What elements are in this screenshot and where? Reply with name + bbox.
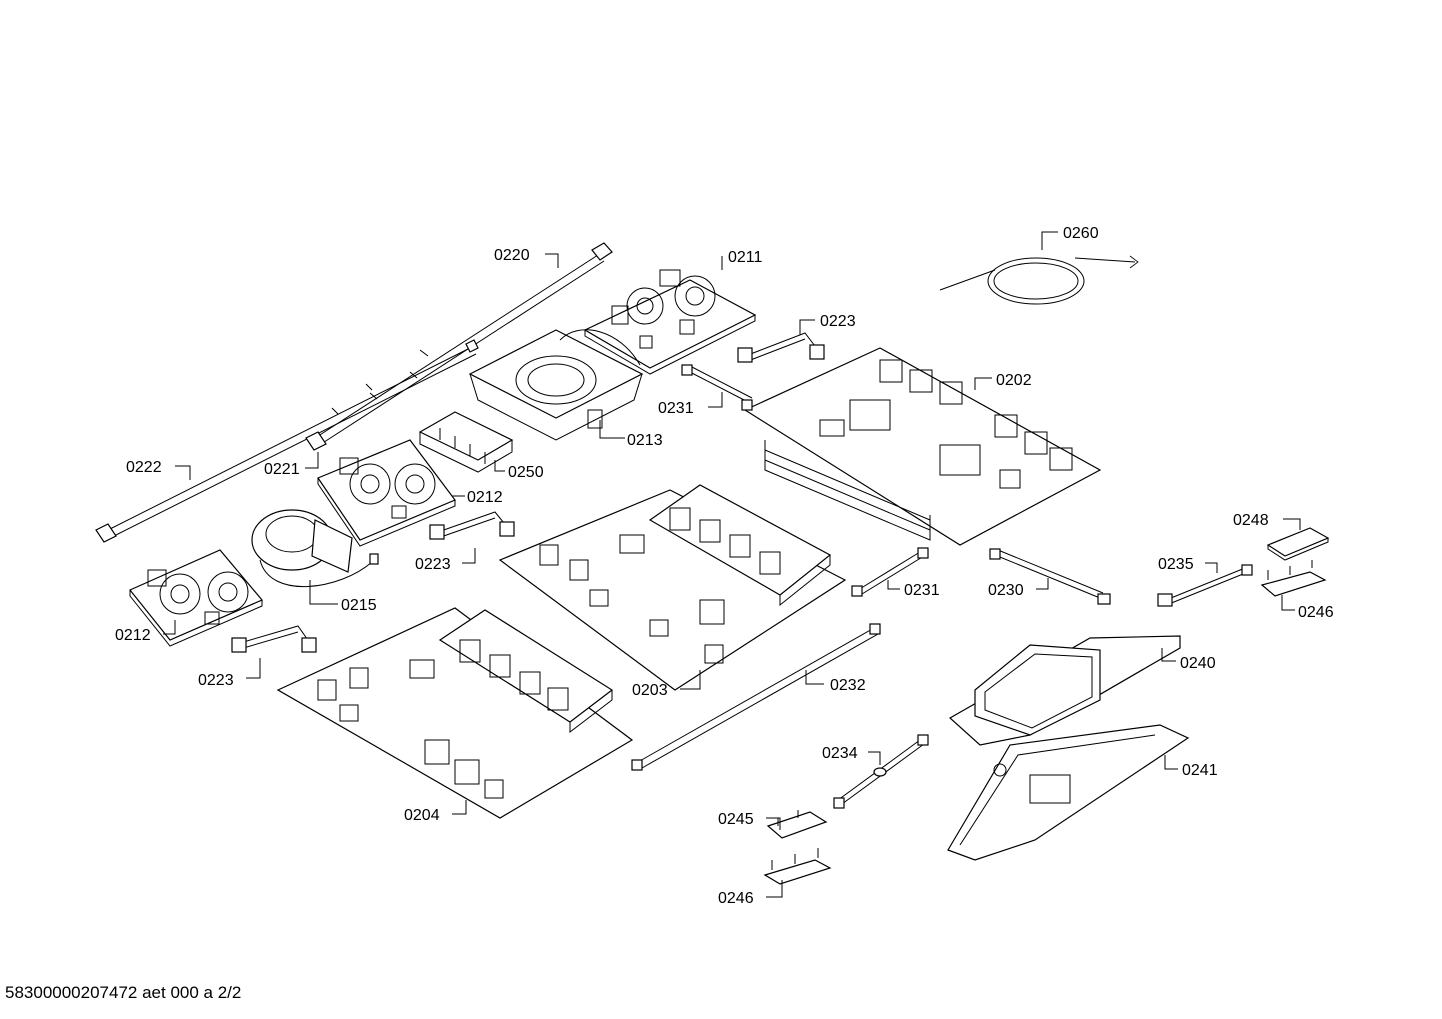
label-0220: 0220	[494, 247, 530, 264]
label-0203: 0203	[632, 682, 668, 699]
part-0231-cable-a[interactable]	[681, 364, 753, 411]
part-0223-cable-c[interactable]	[231, 625, 317, 653]
label-0215: 0215	[341, 597, 377, 614]
part-0222-cable[interactable]	[95, 339, 479, 543]
part-0202-power-board[interactable]	[743, 347, 1102, 546]
label-0231-b: 0231	[904, 582, 940, 599]
part-0203-power-board[interactable]	[498, 484, 847, 691]
label-0241: 0241	[1182, 762, 1218, 779]
label-0223-b: 0223	[415, 556, 451, 573]
label-0231-a: 0231	[658, 400, 694, 417]
label-0240: 0240	[1180, 655, 1216, 672]
part-0223-cable-a[interactable]	[737, 332, 825, 363]
label-0221: 0221	[264, 461, 300, 478]
part-0232-cable[interactable]	[631, 623, 881, 771]
label-0246-a: 0246	[1298, 604, 1334, 621]
label-0230: 0230	[988, 582, 1024, 599]
part-0231-cable-b[interactable]	[851, 547, 929, 597]
part-0246-clip-b[interactable]	[763, 848, 832, 885]
part-0212-filter-board-b[interactable]	[129, 549, 263, 647]
label-0245: 0245	[718, 811, 754, 828]
part-0213-fan-housing[interactable]	[468, 329, 644, 441]
part-0241-housing[interactable]	[947, 724, 1190, 861]
label-0213: 0213	[627, 432, 663, 449]
part-0204-power-board[interactable]	[276, 607, 634, 819]
label-0235: 0235	[1158, 556, 1194, 573]
part-0223-cable-b[interactable]	[429, 511, 515, 540]
part-0250-terminal-block[interactable]	[418, 411, 514, 473]
label-0223-a: 0223	[820, 313, 856, 330]
part-0240-control-module[interactable]	[948, 635, 1181, 746]
label-0212-b: 0212	[115, 627, 151, 644]
part-0211-filter-board[interactable]	[583, 269, 757, 375]
part-0230-cable[interactable]	[989, 548, 1111, 605]
label-0250: 0250	[508, 464, 544, 481]
label-0234: 0234	[822, 745, 858, 762]
leader-lines	[163, 231, 1301, 898]
label-0211: 0211	[728, 249, 763, 266]
label-0246-b: 0246	[718, 890, 754, 907]
part-0220-cable[interactable]	[311, 242, 613, 447]
label-0202: 0202	[996, 372, 1032, 389]
part-0260-mains-cable[interactable]	[939, 255, 1139, 305]
part-0221-connector[interactable]	[305, 431, 327, 451]
part-0235-cable[interactable]	[1157, 564, 1253, 607]
part-0245-bracket[interactable]	[766, 810, 828, 839]
label-0248: 0248	[1233, 512, 1269, 529]
label-0204: 0204	[404, 807, 440, 824]
part-0246-clip-a[interactable]	[1260, 560, 1327, 597]
part-0215-fan[interactable]	[251, 509, 379, 588]
document-id: 58300000207472 aet 000 a 2/2	[5, 983, 242, 1002]
part-0248-sensor-board[interactable]	[1266, 527, 1330, 561]
label-0212-a: 0212	[467, 489, 503, 506]
part-labels: 0220 0211 0223 0231 0213 0222 0221 0250 …	[115, 225, 1334, 907]
label-0222: 0222	[126, 459, 162, 476]
part-0234-cable[interactable]	[833, 734, 929, 809]
part-0212-filter-board-a[interactable]	[317, 439, 456, 547]
label-0223-c: 0223	[198, 672, 234, 689]
label-0232: 0232	[830, 677, 866, 694]
label-0260: 0260	[1063, 225, 1099, 242]
